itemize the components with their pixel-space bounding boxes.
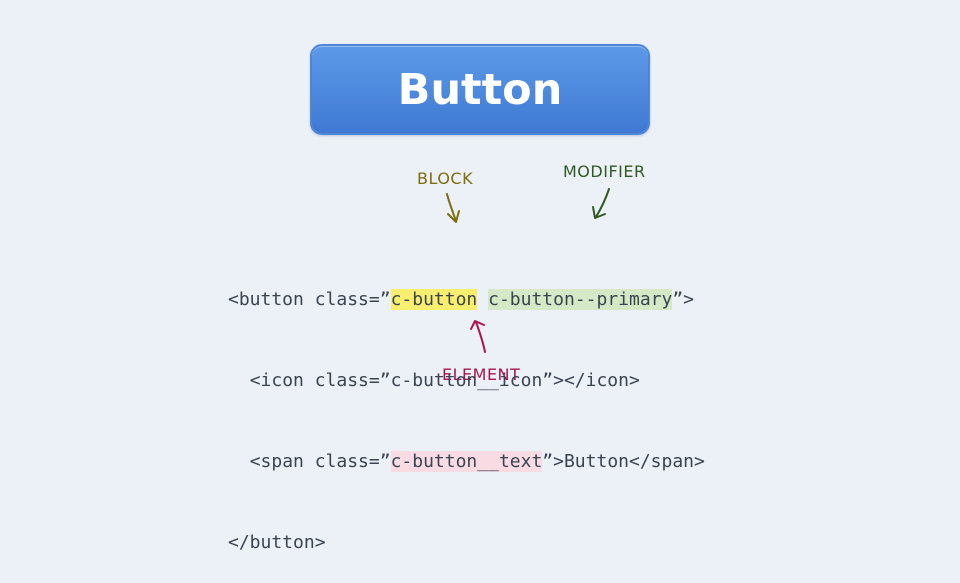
code-span-open-post: ”>Button</span>	[542, 451, 705, 472]
code-line-4: </button>	[228, 529, 705, 556]
code-button-close: </button>	[228, 532, 326, 553]
code-class-separator	[477, 289, 488, 310]
modifier-arrow-icon	[592, 188, 610, 219]
code-snippet: <button class=”c-button c-button--primar…	[228, 232, 705, 583]
code-line-1: <button class=”c-button c-button--primar…	[228, 286, 705, 313]
demo-button[interactable]: Button	[310, 44, 650, 135]
code-icon-element: <icon class=”c-button__icon”></icon>	[249, 370, 640, 391]
demo-button-label: Button	[397, 64, 563, 115]
block-label: BLOCK	[417, 169, 474, 188]
element-label: ELEMENT	[442, 365, 521, 384]
code-indent	[228, 451, 250, 472]
block-arrow-icon	[446, 193, 460, 223]
code-line-3: <span class=”c-button__text”>Button</spa…	[228, 448, 705, 475]
code-button-open-pre: <button class=”	[228, 289, 391, 310]
code-line-2: <icon class=”c-button__icon”></icon>	[228, 367, 705, 394]
block-class-highlight: c-button	[390, 289, 478, 310]
element-arrow-icon	[470, 320, 486, 353]
code-span-open-pre: <span class=”	[249, 451, 391, 472]
element-class-highlight: c-button__text	[390, 451, 543, 472]
modifier-label: MODIFIER	[563, 162, 646, 181]
code-indent	[228, 370, 250, 391]
code-button-open-post: ”>	[672, 289, 695, 310]
modifier-class-highlight: c-button--primary	[488, 289, 673, 310]
